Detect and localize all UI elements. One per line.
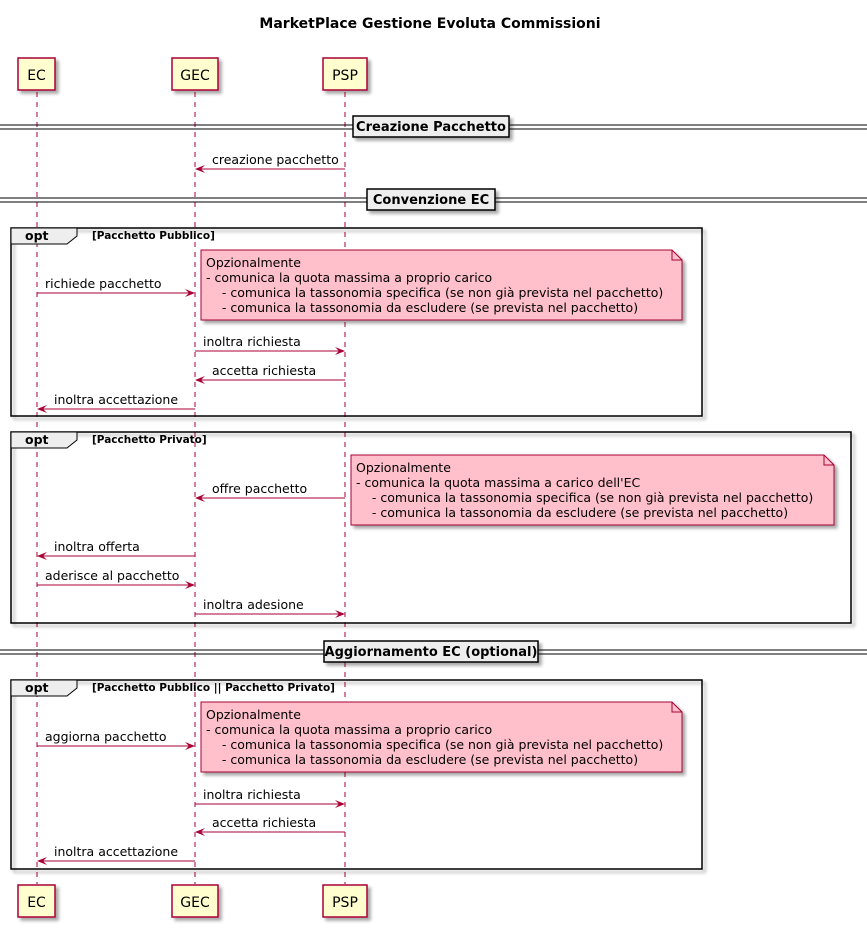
arrowhead bbox=[195, 165, 205, 173]
participant-psp-bottom: PSP bbox=[322, 884, 368, 918]
frame-keyword: opt bbox=[25, 432, 49, 447]
note-line: Opzionalmente bbox=[206, 707, 301, 722]
message-arrow: aggiorna pacchetto bbox=[37, 729, 195, 750]
message-label: inoltra adesione bbox=[203, 597, 304, 612]
note-line: - comunica la tassonomia specifica (se n… bbox=[356, 490, 813, 505]
message-label: accetta richiesta bbox=[212, 363, 316, 378]
message-arrow: accetta richiesta bbox=[195, 815, 345, 836]
divider-label: Convenzione EC bbox=[373, 193, 489, 208]
arrowhead bbox=[37, 405, 47, 413]
note-line: Opzionalmente bbox=[206, 255, 301, 270]
participant-label-psp: PSP bbox=[332, 68, 358, 84]
participant-gec-bottom: GEC bbox=[171, 884, 219, 918]
arrowhead bbox=[37, 857, 47, 865]
arrowhead bbox=[195, 376, 205, 384]
participant-label-ec: EC bbox=[27, 68, 46, 84]
note-line: - comunica la tassonomia da escludere (s… bbox=[356, 505, 788, 520]
note-line: - comunica la quota massima a carico del… bbox=[356, 475, 640, 490]
arrowhead bbox=[37, 552, 47, 560]
note-line: - comunica la tassonomia specifica (se n… bbox=[206, 737, 663, 752]
message-label: inoltra accettazione bbox=[54, 392, 178, 407]
message-label: inoltra richiesta bbox=[203, 334, 301, 349]
message-label: inoltra richiesta bbox=[203, 787, 301, 802]
divider-convenzione-ec: Convenzione EC bbox=[0, 188, 867, 211]
message-arrow: inoltra adesione bbox=[195, 597, 345, 618]
message-label: richiede pacchetto bbox=[45, 276, 162, 291]
note-line: Opzionalmente bbox=[356, 460, 451, 475]
participant-gec-top: GEC bbox=[171, 57, 219, 91]
arrowhead bbox=[335, 610, 345, 618]
arrowhead bbox=[335, 800, 345, 808]
frame-guard: [Pacchetto Pubblico] bbox=[92, 230, 215, 242]
message-label: inoltra offerta bbox=[54, 539, 140, 554]
frame-guard: [Pacchetto Privato] bbox=[92, 434, 207, 446]
message-arrow: inoltra richiesta bbox=[195, 334, 345, 355]
note-pacchetto-privato: Opzionalmente - comunica la quota massim… bbox=[350, 454, 835, 526]
note-line: - comunica la quota massima a proprio ca… bbox=[206, 722, 492, 737]
message-label: aderisce al pacchetto bbox=[45, 568, 179, 583]
participant-ec-bottom: EC bbox=[17, 884, 56, 918]
message-arrow: inoltra richiesta bbox=[195, 787, 345, 808]
arrowhead bbox=[195, 494, 205, 502]
arrowhead bbox=[195, 828, 205, 836]
opt-frame-pubblico-privato: opt [Pacchetto Pubblico || Pacchetto Pri… bbox=[10, 679, 703, 870]
arrowhead bbox=[185, 742, 195, 750]
message-arrow: creazione pacchetto bbox=[195, 152, 345, 173]
participant-label-gec: GEC bbox=[180, 68, 210, 84]
message-arrow: accetta richiesta bbox=[195, 363, 345, 384]
message-arrow: aderisce al pacchetto bbox=[37, 568, 195, 589]
message-arrow: richiede pacchetto bbox=[37, 276, 195, 297]
frame-keyword: opt bbox=[25, 680, 49, 695]
participant-label-gec-bottom: GEC bbox=[180, 895, 210, 911]
note-aggiornamento: Opzionalmente - comunica la quota massim… bbox=[200, 701, 683, 773]
arrowhead bbox=[185, 289, 195, 297]
divider-label: Creazione Pacchetto bbox=[356, 120, 506, 135]
participant-label-psp-bottom: PSP bbox=[332, 895, 358, 911]
messages: creazione pacchetto richiede pacchetto ino… bbox=[37, 152, 345, 865]
note-line: - comunica la tassonomia da escludere (s… bbox=[206, 300, 638, 315]
message-label: accetta richiesta bbox=[212, 815, 316, 830]
message-label: aggiorna pacchetto bbox=[45, 729, 167, 744]
message-arrow: inoltra accettazione bbox=[37, 392, 195, 413]
frame-keyword: opt bbox=[25, 228, 49, 243]
divider-creazione-pacchetto: Creazione Pacchetto bbox=[0, 115, 867, 138]
divider-label: Aggiornamento EC (optional) bbox=[325, 645, 538, 660]
divider-aggiornamento-ec: Aggiornamento EC (optional) bbox=[0, 640, 867, 663]
message-label: creazione pacchetto bbox=[212, 152, 339, 167]
message-label: inoltra accettazione bbox=[54, 844, 178, 859]
participant-ec-top: EC bbox=[17, 57, 56, 91]
message-label: offre pacchetto bbox=[212, 481, 307, 496]
message-arrow: offre pacchetto bbox=[195, 481, 345, 502]
note-line: - comunica la quota massima a proprio ca… bbox=[206, 270, 492, 285]
note-pacchetto-pubblico: Opzionalmente - comunica la quota massim… bbox=[200, 249, 683, 321]
arrowhead bbox=[335, 347, 345, 355]
diagram-title: MarketPlace Gestione Evoluta Commissioni bbox=[259, 16, 600, 32]
frame-guard: [Pacchetto Pubblico || Pacchetto Privato… bbox=[92, 682, 335, 694]
participant-psp-top: PSP bbox=[322, 57, 368, 91]
opt-frame-pacchetto-privato: opt [Pacchetto Privato] bbox=[10, 431, 852, 624]
note-line: - comunica la tassonomia da escludere (s… bbox=[206, 752, 638, 767]
arrowhead bbox=[185, 581, 195, 589]
note-line: - comunica la tassonomia specifica (se n… bbox=[206, 285, 663, 300]
opt-frame-pacchetto-pubblico: opt [Pacchetto Pubblico] bbox=[10, 227, 703, 417]
message-arrow: inoltra offerta bbox=[37, 539, 195, 560]
participant-label-ec-bottom: EC bbox=[27, 895, 46, 911]
message-arrow: inoltra accettazione bbox=[37, 844, 195, 865]
